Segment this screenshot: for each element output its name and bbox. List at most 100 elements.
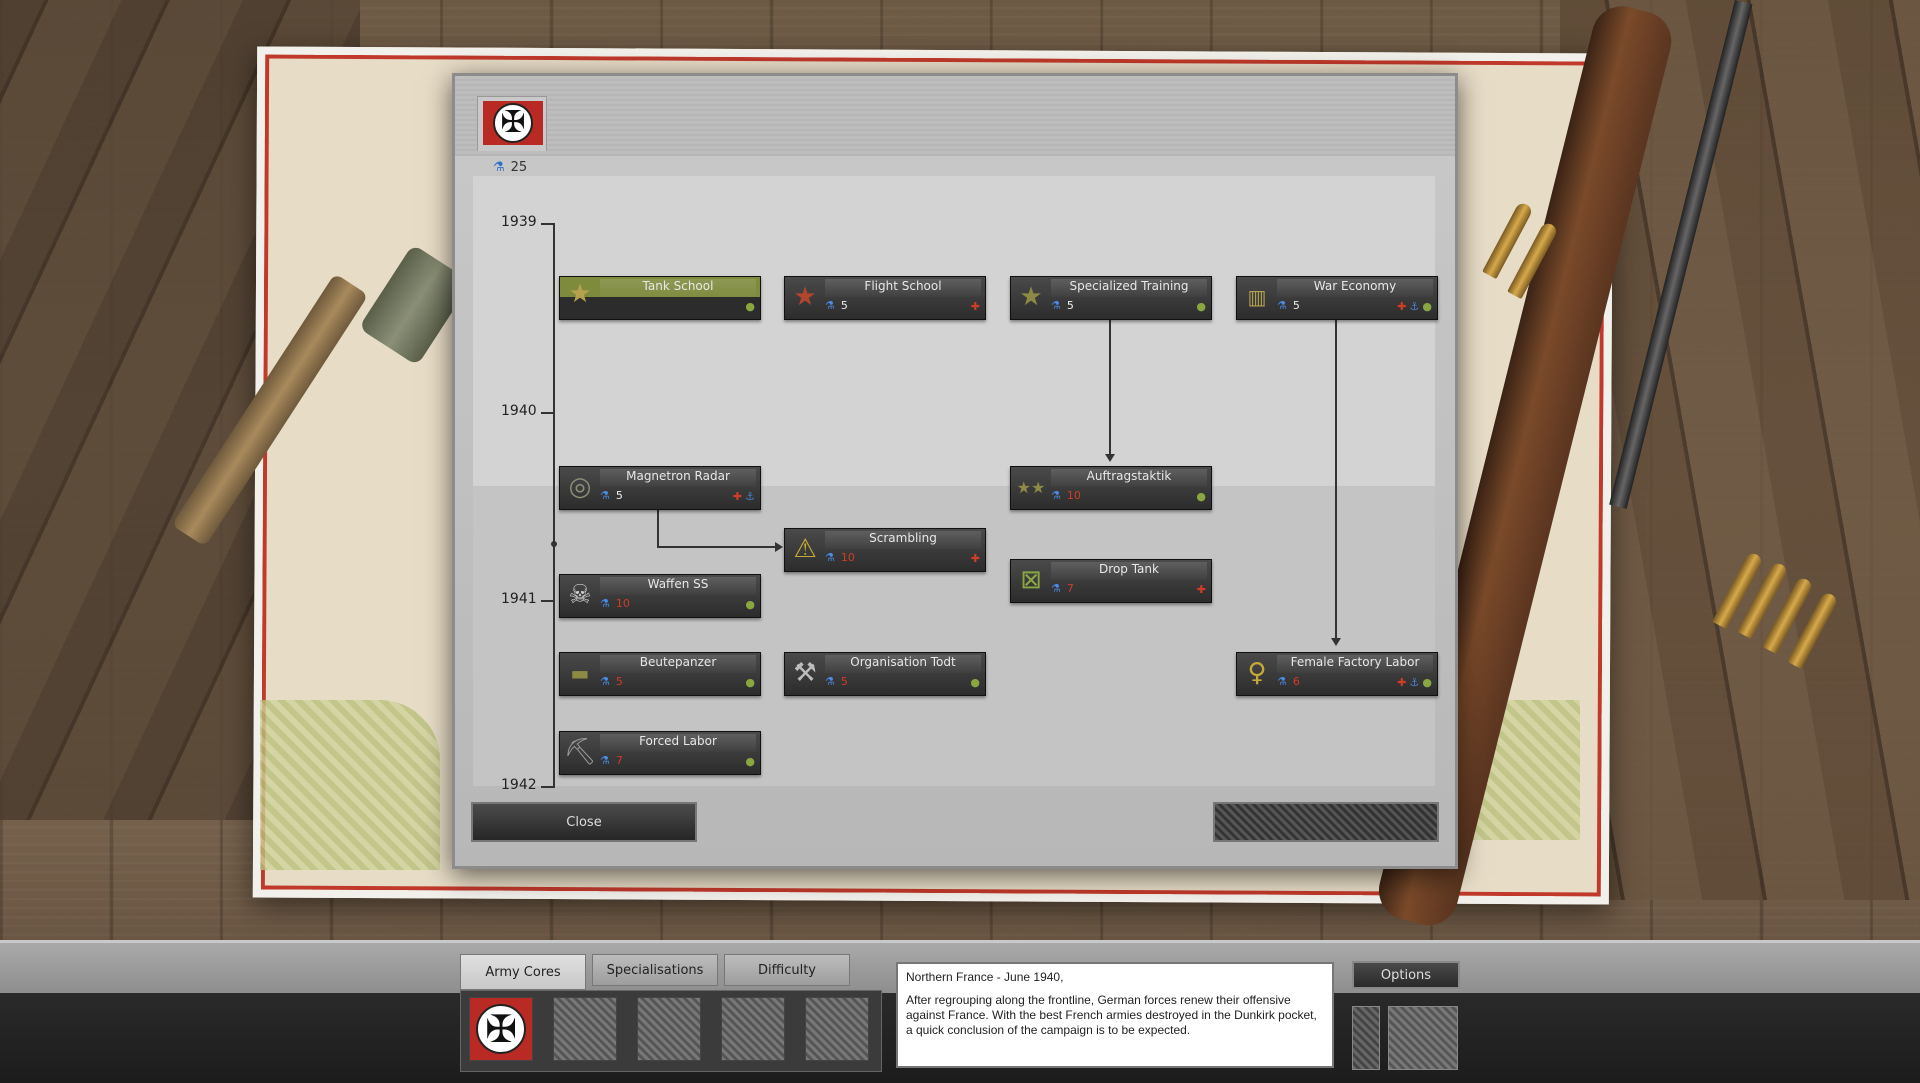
infantry-tag-icon: ● [1422, 300, 1432, 313]
research-magnetron-radar[interactable]: ◎ Magnetron Radar ⚗5 ✚⚓ [559, 466, 761, 510]
research-auftragstaktik[interactable]: ★★ Auftragstaktik ⚗10 ● [1010, 466, 1212, 510]
shovel-icon: ⛏ [563, 737, 597, 767]
node-tags: ● [742, 300, 755, 313]
research-female-factory-labor[interactable]: ♀ Female Factory Labor ⚗6 ✚⚓● [1236, 652, 1438, 696]
node-title: Forced Labor [600, 734, 756, 752]
node-cost: ⚗5 [825, 675, 848, 688]
infantry-tag-icon: ● [745, 755, 755, 768]
node-cost: ⚗10 [825, 551, 855, 564]
flask-icon: ⚗ [600, 597, 610, 610]
node-cost: ⚗10 [600, 597, 630, 610]
research-beutepanzer[interactable]: ▬ Beutepanzer ⚗5 ● [559, 652, 761, 696]
droptank-icon: ⊠ [1020, 565, 1042, 595]
radar-icon: ◎ [568, 472, 592, 502]
flask-icon: ⚗ [1051, 299, 1061, 312]
year-tick-1941 [541, 600, 555, 602]
flask-icon: ⚗ [1051, 582, 1061, 595]
research-drop-tank[interactable]: ⊠ Drop Tank ⚗7 ✚ [1010, 559, 1212, 603]
air-tag-icon: ✚ [1397, 676, 1407, 689]
research-organisation-todt[interactable]: ⚒ Organisation Todt ⚗5 ● [784, 652, 986, 696]
factory-icon: ▥ [1247, 285, 1267, 309]
research-forced-labor[interactable]: ⛏ Forced Labor ⚗7 ● [559, 731, 761, 775]
infantry-tag-icon: ● [1422, 676, 1432, 689]
empty-action-button[interactable] [1213, 802, 1439, 842]
node-cost: ⚗5 [600, 675, 623, 688]
empty-slot-4[interactable] [805, 997, 869, 1061]
year-1941: 1941 [501, 591, 537, 607]
research-flight-school[interactable]: ★ Flight School ⚗5 ✚ [784, 276, 986, 320]
research-scrambling[interactable]: ⚠ Scrambling ⚗10 ✚ [784, 528, 986, 572]
node-tags: ✚ [968, 300, 980, 313]
node-tags: ✚⚓● [1394, 676, 1432, 689]
naval-tag-icon: ⚓ [1409, 676, 1420, 689]
tab-specialisations[interactable]: Specialisations [592, 954, 718, 986]
research-waffen-ss[interactable]: ☠ Waffen SS ⚗10 ● [559, 574, 761, 618]
node-tags: ● [1193, 490, 1206, 503]
node-tags: ● [742, 676, 755, 689]
stars-icon: ★★ [1016, 477, 1046, 497]
node-tags: ✚ [968, 552, 980, 565]
research-war-economy[interactable]: ▥ War Economy ⚗5 ✚⚓● [1236, 276, 1438, 320]
connector-radar-scrambling-v [657, 508, 659, 548]
year-tick-1942 [541, 786, 555, 788]
current-date-marker [551, 541, 557, 547]
year-1940: 1940 [501, 403, 537, 419]
connector-specialized-auftragstaktik [1109, 320, 1111, 456]
research-points: ⚗25 [493, 160, 528, 175]
node-title: Waffen SS [600, 577, 756, 595]
arrow-female-labor [1331, 638, 1341, 646]
tank-icon: ▬ [570, 661, 590, 685]
research-tank-school[interactable]: ★ Tank School ● [559, 276, 761, 320]
naval-tag-icon: ⚓ [1409, 300, 1420, 313]
options-button[interactable]: Options [1352, 961, 1460, 989]
tab-army-cores[interactable]: Army Cores [460, 954, 586, 990]
tab-difficulty[interactable]: Difficulty [724, 954, 850, 986]
flask-icon: ⚗ [600, 675, 610, 688]
infantry-tag-icon: ● [970, 676, 980, 689]
empty-slot-3[interactable] [721, 997, 785, 1061]
node-tags: ● [742, 755, 755, 768]
empty-slot-2[interactable] [637, 997, 701, 1061]
year-tick-1939 [541, 223, 555, 225]
node-cost: ⚗7 [600, 754, 623, 767]
star-icon: ★ [568, 279, 592, 309]
timeline-axis [553, 223, 555, 788]
flask-icon: ⚗ [825, 299, 835, 312]
infantry-tag-icon: ● [745, 676, 755, 689]
briefing-heading: Northern France - June 1940, [906, 970, 1064, 984]
node-cost: ⚗5 [1051, 299, 1074, 312]
flask-icon: ⚗ [493, 160, 505, 175]
arrow-scrambling [775, 542, 783, 552]
air-tag-icon: ✚ [732, 490, 743, 503]
close-button[interactable]: Close [471, 802, 697, 842]
research-tree: 1939 1940 1941 1942 ★ Tank School ● ★ Fl… [473, 176, 1438, 793]
map-land-left [260, 700, 440, 870]
female-icon: ♀ [1247, 658, 1267, 688]
research-tree-panel: ✠ ⚗25 1939 1940 1941 1942 ★ Tank School … [452, 73, 1458, 869]
research-specialized-training[interactable]: ★ Specialized Training ⚗5 ● [1010, 276, 1212, 320]
mission-briefing: Northern France - June 1940, After regro… [896, 962, 1334, 1068]
node-tags: ✚⚓ [730, 490, 755, 503]
node-title: Scrambling [825, 531, 981, 549]
iron-cross-icon: ✠ [476, 1004, 526, 1054]
small-empty-button[interactable] [1352, 1006, 1380, 1070]
faction-tab[interactable]: ✠ [477, 96, 547, 151]
node-title: Flight School [825, 279, 981, 297]
empty-square-button[interactable] [1388, 1006, 1458, 1070]
empty-slot-1[interactable] [553, 997, 617, 1061]
node-cost: ⚗7 [1051, 582, 1074, 595]
air-tag-icon: ✚ [970, 552, 980, 565]
infantry-tag-icon: ● [745, 300, 755, 313]
infantry-tag-icon: ● [1196, 490, 1206, 503]
node-tags: ● [742, 598, 755, 611]
air-tag-icon: ✚ [1196, 583, 1206, 596]
infantry-tag-icon: ● [1196, 300, 1206, 313]
air-tag-icon: ✚ [970, 300, 980, 313]
node-tags: ● [967, 676, 980, 689]
slot-german-emblem[interactable]: ✠ [469, 997, 533, 1061]
node-title: Organisation Todt [825, 655, 981, 673]
node-cost: ⚗5 [825, 299, 848, 312]
node-title: Specialized Training [1051, 279, 1207, 297]
year-tick-1940 [541, 412, 555, 414]
flask-icon: ⚗ [1051, 489, 1061, 502]
